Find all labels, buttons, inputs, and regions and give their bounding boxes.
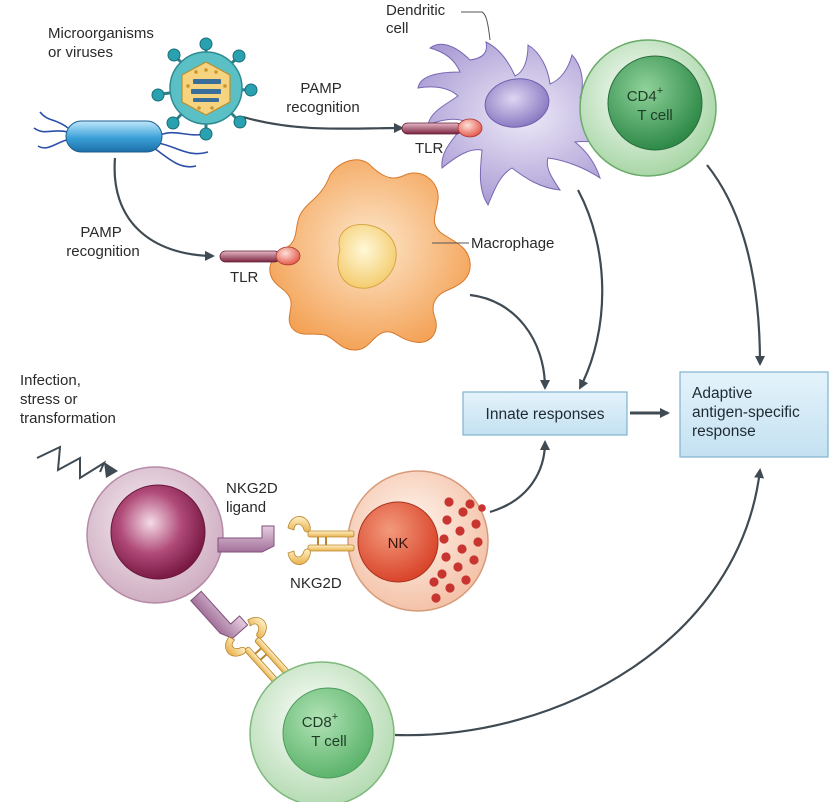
nkg2d-ligand-label: NKG2D ligand xyxy=(226,480,282,516)
leader-lines xyxy=(432,11,491,244)
cd4-t-cell-label: CD4+ T cell xyxy=(627,81,673,124)
adaptive-response-label: Adaptive antigen-specific response xyxy=(692,385,804,440)
microorganisms-label: Microorganisms or viruses xyxy=(48,25,158,61)
innate-responses-box: Innate responses xyxy=(462,391,628,436)
tlr-macrophage xyxy=(219,246,301,266)
bacterium xyxy=(33,111,213,168)
dendritic-cell xyxy=(417,41,632,207)
tlr-dendritic-label: TLR xyxy=(415,140,444,157)
tlr-macrophage-label: TLR xyxy=(230,269,259,286)
tlr-dendritic xyxy=(401,118,483,138)
lightning-arrowhead xyxy=(104,462,118,478)
arrow-pamp-to-dendritic xyxy=(242,115,404,134)
target-cell xyxy=(86,466,224,604)
adaptive-response-box: Adaptive antigen-specific response xyxy=(679,371,829,458)
macrophage-label: Macrophage xyxy=(471,235,554,252)
labels: Microorganisms or viruses Dendritic cell… xyxy=(20,2,673,750)
dendritic-cell-label: Dendritic cell xyxy=(386,2,449,37)
arrow-pamp-to-macrophage xyxy=(113,157,215,261)
arrow-cd8-to-adaptive xyxy=(394,468,765,737)
cd4-t-cell xyxy=(579,39,717,177)
arrow-dendritic-to-innate xyxy=(577,189,604,390)
nkg2d-receptor-horizontal xyxy=(287,516,355,565)
macrophage xyxy=(269,159,471,351)
nkg2d-ligand-diagonal xyxy=(190,590,249,639)
infection-label: Infection, stress or transformation xyxy=(20,372,116,427)
nkg2d-ligand-horizontal xyxy=(217,525,275,553)
arrow-cd4-to-adaptive xyxy=(706,164,765,366)
nk-cell xyxy=(347,470,489,612)
arrow-nk-to-innate xyxy=(489,440,550,514)
pamp-recognition-top-label: PAMP recognition xyxy=(286,80,359,116)
adaptive-line-2: antigen-specific xyxy=(692,404,800,421)
lightning-zigzag xyxy=(36,445,107,480)
pamp-recognition-left-label: PAMP recognition xyxy=(66,224,139,260)
cd8-t-cell-label: CD8+ T cell xyxy=(302,707,347,750)
nkg2d-label: NKG2D xyxy=(290,575,342,592)
adaptive-line-1: Adaptive xyxy=(692,385,752,402)
arrows xyxy=(36,115,765,737)
innate-responses-label: Innate responses xyxy=(486,406,605,423)
cd8-t-cell xyxy=(249,661,395,802)
virus xyxy=(151,37,258,141)
arrow-macrophage-to-innate xyxy=(469,293,550,390)
nk-label: NK xyxy=(388,535,409,552)
nkg2d-receptor-diagonal xyxy=(225,617,290,685)
adaptive-line-3: response xyxy=(692,423,756,440)
